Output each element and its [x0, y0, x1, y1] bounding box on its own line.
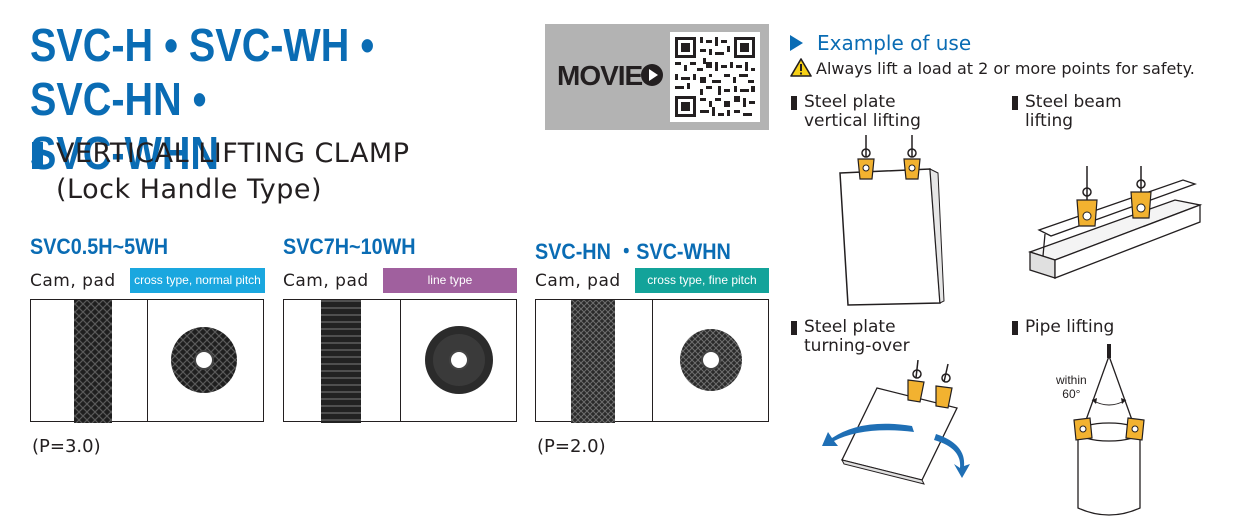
illustration-plate-vertical: [839, 135, 945, 306]
badge-cross-normal: cross type, normal pitch: [130, 268, 265, 293]
clamp-icon: [935, 363, 953, 409]
subtitle-line-1: VERTICAL LIFTING CLAMP: [56, 138, 410, 169]
use-steel-plate-vertical: Steel plate vertical lifting: [791, 93, 921, 131]
angle-label: within 60°: [1056, 373, 1087, 401]
product-title-3: SVC-HN ・SVC-WHN: [535, 239, 731, 264]
product-photo-3: [535, 299, 769, 423]
badge-cross-fine: cross type, fine pitch: [635, 268, 769, 293]
cam-pad-label-3: Cam, pad: [535, 271, 621, 291]
title-line-1: SVC-H • SVC-WH • SVC-HN •: [30, 19, 375, 125]
cam-pad-label-1: Cam, pad: [30, 271, 116, 291]
subtitle-line-2: (Lock Handle Type): [56, 174, 323, 205]
play-circle-icon[interactable]: [641, 64, 663, 86]
illustration-plate-turning: [822, 360, 970, 485]
movie-banner[interactable]: MOVIE: [545, 24, 769, 130]
pitch-label-1: (P=3.0): [32, 436, 101, 457]
clamp-icon: [907, 360, 925, 403]
subtitle-bar: [32, 142, 43, 169]
product-title-1: SVC0.5H~5WH: [30, 234, 169, 259]
warning-icon: [790, 58, 812, 77]
safety-warning: Always lift a load at 2 or more points f…: [790, 58, 1195, 78]
use-steel-beam: Steel beam lifting: [1012, 93, 1122, 131]
illustration-beam: [1027, 166, 1203, 279]
badge-line-type: line type: [383, 268, 517, 293]
clamp-icon: [1073, 417, 1093, 441]
qr-code-icon[interactable]: [670, 32, 760, 122]
page-title: SVC-H • SVC-WH • SVC-HN • SVC-WHN: [30, 18, 477, 180]
cam-pad-label-2: Cam, pad: [283, 271, 369, 291]
pitch-label-3: (P=2.0): [537, 436, 606, 457]
clamp-icon: [857, 135, 875, 180]
clamp-icon: [1076, 166, 1098, 227]
turn-arrow-icon-2: [934, 434, 970, 478]
product-photo-2: [283, 299, 517, 423]
use-pipe-lifting: Pipe lifting: [1012, 318, 1114, 337]
warning-text: Always lift a load at 2 or more points f…: [816, 59, 1195, 78]
movie-label: MOVIE: [557, 60, 643, 91]
illustration-pipe: [1073, 344, 1145, 516]
product-photo-1: [30, 299, 264, 423]
product-title-2: SVC7H~10WH: [283, 234, 416, 259]
triangle-right-icon: [790, 35, 803, 51]
clamp-icon: [1130, 166, 1152, 219]
use-steel-plate-turning: Steel plate turning-over: [791, 318, 910, 356]
title-line-2: SVC-WHN: [30, 127, 219, 179]
turn-arrow-icon: [822, 423, 914, 446]
example-heading-text: Example of use: [817, 31, 972, 55]
clamp-icon: [903, 135, 921, 180]
example-heading: Example of use: [790, 31, 971, 55]
clamp-icon: [1125, 417, 1145, 441]
